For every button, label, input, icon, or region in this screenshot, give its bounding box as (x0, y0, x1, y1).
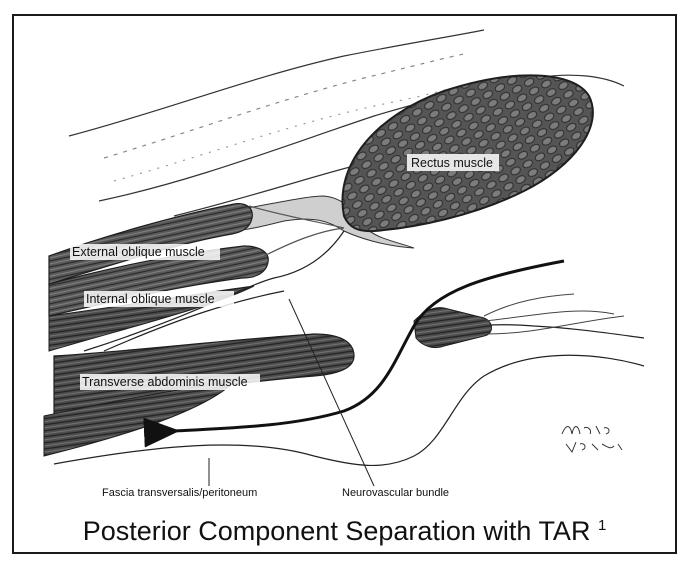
neurovascular-leader-line (289, 299, 374, 486)
caption-title: Posterior Component Separation with TAR (83, 516, 591, 546)
artist-signature (562, 426, 622, 452)
transverse-abdominis-label: Transverse abdominis muscle (82, 375, 248, 389)
figure-caption: Posterior Component Separation with TAR … (14, 516, 675, 547)
fascia-label: Fascia transversalis/peritoneum (102, 487, 257, 499)
released-fascia (484, 294, 624, 334)
caption-reference: 1 (598, 517, 606, 534)
anatomy-illustration: Rectus muscle External oblique muscle In… (14, 16, 675, 516)
external-oblique-label: External oblique muscle (72, 245, 205, 259)
internal-oblique-label: Internal oblique muscle (86, 292, 215, 306)
figure-frame: Rectus muscle External oblique muscle In… (12, 14, 677, 554)
neurovascular-label: Neurovascular bundle (342, 487, 449, 499)
rectus-muscle (342, 75, 592, 231)
rectus-label: Rectus muscle (411, 156, 493, 170)
released-transversus-muscle (414, 308, 492, 348)
